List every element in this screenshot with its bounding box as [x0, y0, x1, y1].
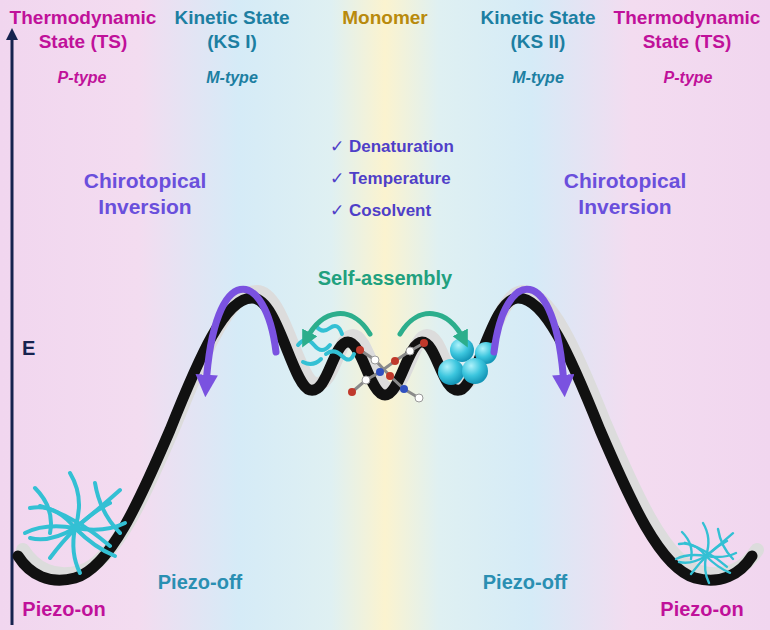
- condition-item: ✓ Cosolvent: [330, 200, 431, 221]
- piezo-state: Piezo-on: [642, 597, 762, 622]
- assembly-arrow: [400, 314, 464, 340]
- monomer-molecule: [348, 339, 428, 402]
- piezo-state: Piezo-off: [460, 570, 590, 595]
- process-label: Chirotopical Inversion: [540, 168, 710, 221]
- state-heading: Thermodynamic State (TS): [607, 6, 767, 54]
- condition-item: ✓ Temperature: [330, 168, 451, 189]
- state-heading: Monomer: [330, 6, 440, 30]
- helicity-label: P-type: [32, 68, 132, 88]
- assembly-arrow: [306, 314, 370, 340]
- nanospheres: [438, 338, 497, 385]
- fiber-network: [676, 523, 736, 583]
- fiber-network: [25, 473, 125, 573]
- short-fibers: [298, 326, 354, 364]
- process-label: Chirotopical Inversion: [60, 168, 230, 221]
- state-heading: Kinetic State (KS II): [476, 6, 600, 54]
- process-label: Self-assembly: [300, 266, 470, 291]
- state-heading: Kinetic State (KS I): [170, 6, 294, 54]
- state-heading: Thermodynamic State (TS): [3, 6, 163, 54]
- energy-ribbon: [18, 298, 752, 580]
- helicity-label: M-type: [182, 68, 282, 88]
- piezo-state: Piezo-on: [4, 597, 124, 622]
- energy-axis: [11, 34, 14, 625]
- helicity-label: M-type: [488, 68, 588, 88]
- inversion-arrow: [206, 289, 276, 386]
- condition-item: ✓ Denaturation: [330, 136, 454, 157]
- axis-label: E: [22, 336, 35, 361]
- inversion-arrow: [494, 289, 564, 386]
- helicity-label: P-type: [638, 68, 738, 88]
- piezo-state: Piezo-off: [135, 570, 265, 595]
